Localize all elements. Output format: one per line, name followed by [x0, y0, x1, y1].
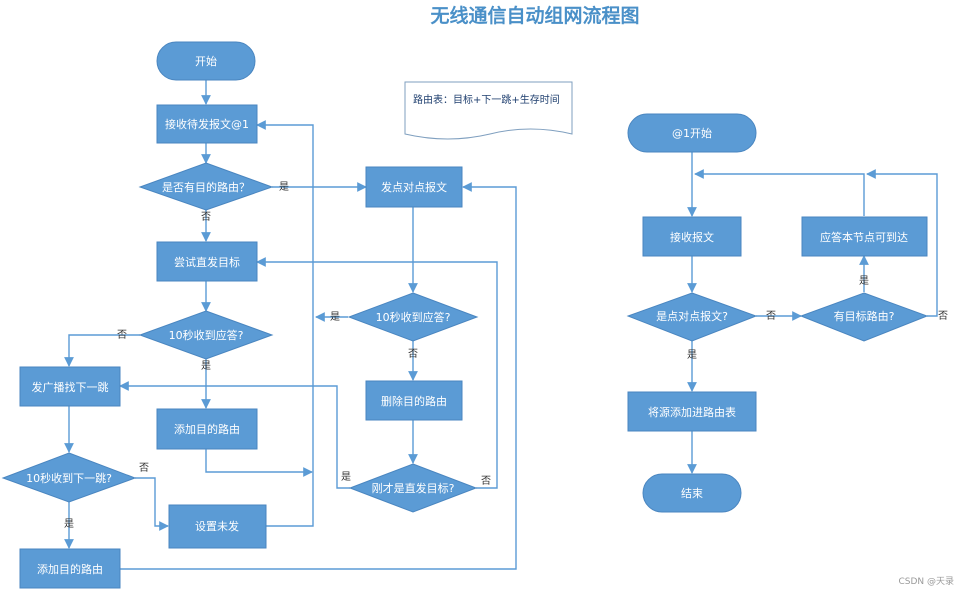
node-is-p2p-label: 是点对点报文?	[656, 309, 728, 323]
node-has-route-label: 是否有目的路由？	[162, 180, 250, 194]
node-recv-pending-label: 接收待发报文@1	[165, 117, 249, 131]
node-add-to-table-label: 将源添加进路由表	[648, 405, 736, 419]
node-start2: @1开始	[627, 113, 757, 153]
diagram-title: 无线通信自动组网流程图	[430, 4, 639, 27]
node-ack10-right-label: 10秒收到应答?	[376, 310, 451, 324]
node-ack10-right: 10秒收到应答?	[347, 292, 479, 342]
label-was-direct-yes: 是	[341, 471, 351, 483]
node-start2-label: @1开始	[672, 126, 712, 140]
label-ack10-no: 否	[117, 329, 127, 341]
node-recv-pending: 接收待发报文@1	[156, 104, 258, 144]
node-is-p2p: 是点对点报文?	[626, 292, 758, 342]
node-reply-reach: 应答本节点可到达	[801, 216, 928, 257]
node-recv-msg-label: 接收报文	[670, 230, 714, 244]
node-was-direct: 刚才是直发目标?	[348, 463, 478, 513]
node-has-target-route-label: 有目标路由?	[834, 309, 895, 323]
node-add-route-mid: 添加目的路由	[156, 408, 258, 450]
node-ack10: 10秒收到应答?	[138, 310, 274, 360]
label-was-direct-no: 否	[481, 475, 491, 487]
label-has-route-no: 否	[201, 211, 211, 223]
node-start-label: 开始	[195, 54, 217, 68]
label-next10-yes: 是	[64, 518, 74, 530]
node-recv-msg: 接收报文	[642, 216, 742, 257]
label-is-p2p-no: 否	[766, 310, 776, 322]
node-add-route-bottom-label: 添加目的路由	[37, 562, 103, 576]
node-has-target-route: 有目标路由?	[799, 292, 929, 342]
node-send-p2p: 发点对点报文	[365, 166, 463, 208]
node-send-p2p-label: 发点对点报文	[381, 180, 447, 194]
node-ack10-label: 10秒收到应答?	[169, 328, 244, 342]
node-add-route-mid-label: 添加目的路由	[174, 422, 240, 436]
node-try-direct: 尝试直发目标	[156, 241, 258, 282]
edges-left	[64, 80, 517, 570]
edges-right	[687, 152, 938, 474]
node-set-unsent-label: 设置未发	[195, 519, 239, 533]
node-add-route-bottom: 添加目的路由	[19, 548, 121, 589]
watermark: CSDN @天录	[898, 576, 954, 587]
node-broadcast-label: 发广播找下一跳	[32, 380, 109, 394]
note-text: 路由表：目标+下一跳+生存时间	[413, 93, 560, 106]
node-start: 开始	[156, 41, 256, 81]
node-reply-reach-label: 应答本节点可到达	[820, 230, 908, 244]
node-broadcast: 发广播找下一跳	[19, 366, 121, 407]
label-next10-no: 否	[139, 462, 149, 474]
label-has-target-no: 否	[938, 310, 948, 322]
node-end: 结束	[642, 473, 742, 513]
label-ack10-right-no: 否	[408, 348, 418, 360]
label-ack10-right-yes: 是	[330, 311, 340, 323]
node-set-unsent: 设置未发	[168, 504, 267, 549]
label-has-target-yes: 是	[859, 275, 869, 287]
node-end-label: 结束	[681, 487, 703, 500]
label-has-route-yes: 是	[279, 181, 289, 193]
edge-labels: 是 否 否 是 是 否 否 是 是 否 否 是 是 否	[64, 181, 948, 530]
node-del-route: 删除目的路由	[365, 380, 463, 421]
node-has-route: 是否有目的路由？	[138, 162, 274, 211]
node-was-direct-label: 刚才是直发目标?	[372, 481, 455, 495]
node-del-route-label: 删除目的路由	[381, 394, 447, 408]
label-is-p2p-yes: 是	[687, 349, 697, 361]
node-add-to-table: 将源添加进路由表	[627, 391, 757, 432]
routing-table-note: 路由表：目标+下一跳+生存时间	[404, 81, 573, 140]
label-ack10-yes: 是	[201, 360, 211, 372]
node-try-direct-label: 尝试直发目标	[174, 255, 240, 269]
node-next10: 10秒收到下一跳?	[1, 452, 137, 503]
node-next10-label: 10秒收到下一跳?	[26, 471, 112, 485]
